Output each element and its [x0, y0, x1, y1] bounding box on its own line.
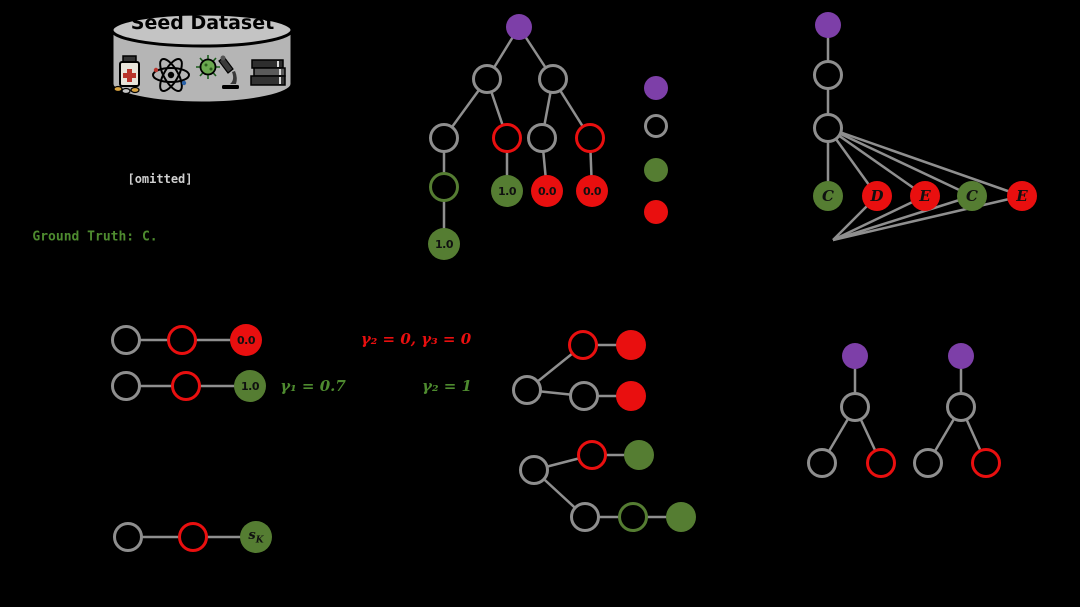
books-icon [247, 54, 289, 96]
edge [827, 126, 1023, 198]
fragment-red-node [577, 440, 607, 470]
rollout-red-node [167, 325, 197, 355]
tree-gray-node [472, 64, 502, 94]
edge [832, 194, 1023, 242]
fragment-green-fill-node [666, 502, 696, 532]
twin-root-node [948, 343, 974, 369]
twin-gray-node [946, 392, 976, 422]
edge [832, 194, 926, 242]
twin-gray-node [807, 448, 837, 478]
twin-gray-node [913, 448, 943, 478]
fragment-green-node [618, 502, 648, 532]
rollout-value-node: 1.0 [234, 370, 266, 402]
gamma-success-1-label: γ₁ = 0.7 [280, 377, 346, 395]
candidate-letter: D [870, 187, 884, 205]
legend-green-node [644, 158, 668, 182]
fragment-gray-node [569, 381, 599, 411]
state-gray-node [113, 522, 143, 552]
chain-gray-node [813, 113, 843, 143]
candidate-node: C [957, 181, 987, 211]
candidate-letter: C [966, 187, 978, 205]
twin-red-node [866, 448, 896, 478]
gamma-success-2-label: γ₂ = 1 [422, 377, 472, 395]
seed-dataset-title: Seed Dataset [130, 12, 275, 34]
edge [827, 126, 973, 198]
node-value: 1.0 [241, 379, 260, 393]
state-terminal-node: sK [240, 521, 272, 553]
tree-value-node: 1.0 [428, 228, 460, 260]
tree-red-node [492, 123, 522, 153]
fragment-red-node [568, 330, 598, 360]
state-subscript: K [255, 535, 264, 546]
tree-value-node: 0.0 [576, 175, 608, 207]
tree-gray-node [538, 64, 568, 94]
rollout-red-node [171, 371, 201, 401]
gamma-fail-label: γ₂ = 0, γ₃ = 0 [360, 330, 472, 348]
twin-root-node [842, 343, 868, 369]
candidate-node: E [910, 181, 940, 211]
fragment-gray-node [570, 502, 600, 532]
node-value: 0.0 [237, 333, 256, 347]
node-value: 1.0 [498, 184, 517, 198]
candidate-letter: E [919, 187, 931, 205]
microscope-icon [196, 52, 240, 98]
rollout-value-node: 0.0 [230, 324, 262, 356]
tree-root-node [506, 14, 532, 40]
tree-red-node [575, 123, 605, 153]
fragment-red-fill-node [616, 381, 646, 411]
node-value: 0.0 [538, 184, 557, 198]
chain-root-node [815, 12, 841, 38]
fragment-green-fill-node [624, 440, 654, 470]
state-symbol: s [248, 528, 256, 544]
atom-icon [150, 56, 192, 98]
candidate-letter: C [822, 187, 834, 205]
node-value: 0.0 [583, 184, 602, 198]
omitted-label: [omitted] [127, 172, 193, 186]
node-value: 1.0 [435, 237, 454, 251]
rollout-gray-node [111, 325, 141, 355]
chain-gray-node [813, 60, 843, 90]
twin-red-node [971, 448, 1001, 478]
edge [832, 194, 973, 242]
tree-gray-node [527, 123, 557, 153]
candidate-letter: E [1016, 187, 1028, 205]
rollout-gray-node [111, 371, 141, 401]
state-red-node [178, 522, 208, 552]
tree-gray-node [429, 123, 459, 153]
fragment-gray-node [512, 375, 542, 405]
legend-gray-node [644, 114, 668, 138]
legend-purple-node [644, 76, 668, 100]
tree-green-node [429, 172, 459, 202]
tree-value-node: 1.0 [491, 175, 523, 207]
twin-gray-node [840, 392, 870, 422]
candidate-node: D [862, 181, 892, 211]
legend-red-node [644, 200, 668, 224]
edge [827, 126, 926, 198]
medicine-icon [112, 52, 146, 98]
candidate-node: E [1007, 181, 1037, 211]
candidate-node: C [813, 181, 843, 211]
fragment-red-fill-node [616, 330, 646, 360]
tree-value-node: 0.0 [531, 175, 563, 207]
fragment-gray-node [519, 455, 549, 485]
ground-truth-label: Ground Truth: C. [32, 229, 158, 245]
